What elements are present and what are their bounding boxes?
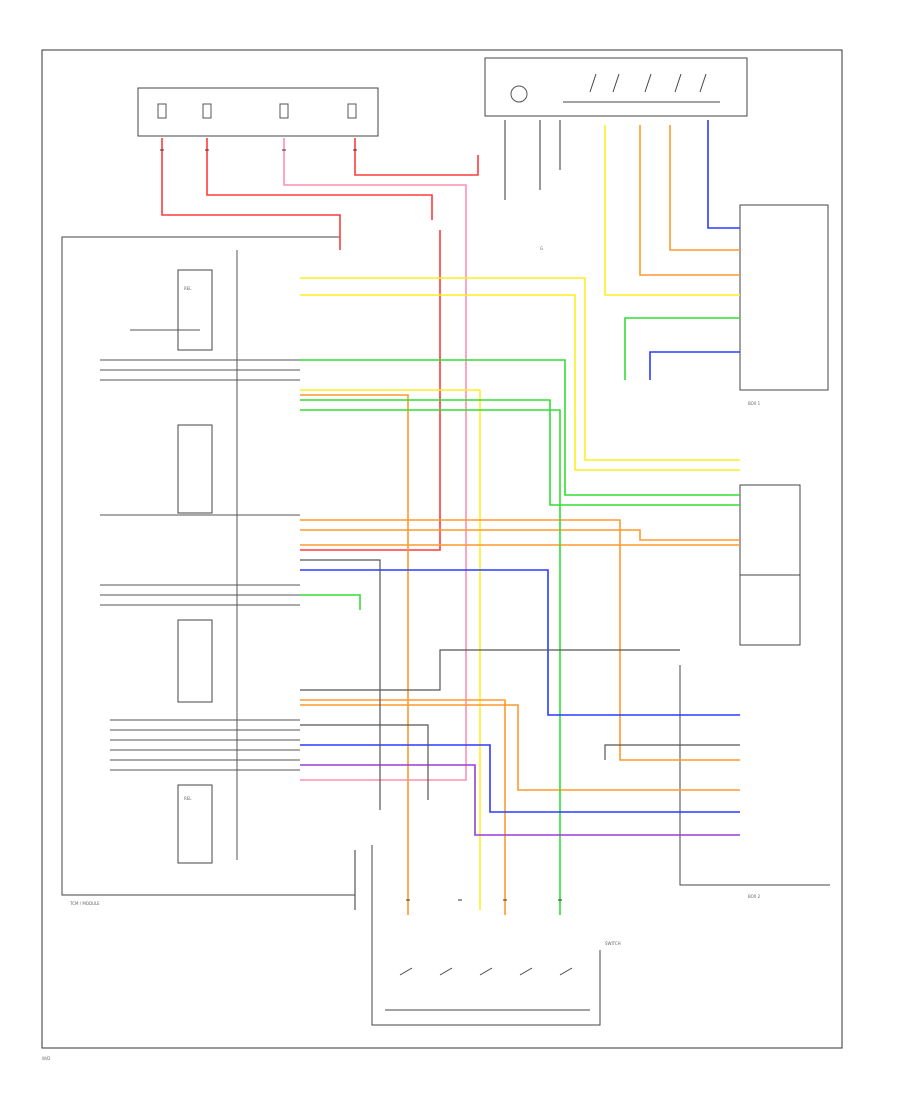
wire-pink bbox=[283, 138, 467, 781]
gauge-symbol bbox=[510, 85, 528, 103]
wire-yellow bbox=[300, 125, 740, 910]
bundle-lines bbox=[100, 359, 300, 771]
relay-label-top: REL bbox=[184, 286, 192, 291]
wire-blue bbox=[300, 120, 740, 813]
module-label: TCM / MODULE bbox=[69, 901, 100, 906]
ground-label: G bbox=[540, 246, 543, 251]
wire-purple bbox=[300, 764, 740, 836]
right-box-1-label: BOX 1 bbox=[748, 401, 761, 406]
right-box-lower bbox=[679, 665, 830, 886]
right-box-upper bbox=[739, 204, 829, 391]
right-switch-box bbox=[739, 574, 801, 646]
fuse-box bbox=[137, 87, 379, 137]
relay-2 bbox=[177, 424, 213, 514]
bottom-switch-box bbox=[371, 845, 601, 1026]
relay-3 bbox=[177, 619, 213, 703]
bottom-switches bbox=[385, 967, 590, 1011]
connector-ticks bbox=[160, 149, 562, 901]
left-module bbox=[61, 236, 355, 896]
footer-label: W/D bbox=[42, 1056, 50, 1061]
relay-1 bbox=[130, 269, 213, 351]
wire-dark bbox=[300, 120, 740, 910]
diagram-frame bbox=[41, 49, 843, 1049]
fuse-symbols bbox=[157, 103, 357, 119]
wire-green bbox=[300, 317, 740, 915]
switch-label: SWITCH bbox=[605, 941, 621, 946]
relay-4 bbox=[177, 784, 213, 864]
right-box-middle bbox=[739, 484, 801, 646]
wire-red bbox=[161, 138, 479, 551]
relay-label-bottom: REL bbox=[184, 796, 192, 801]
top-switches bbox=[563, 73, 720, 103]
right-box-2-label: BOX 2 bbox=[748, 894, 761, 899]
wire-orange bbox=[300, 125, 740, 915]
top-control-unit bbox=[484, 57, 748, 117]
